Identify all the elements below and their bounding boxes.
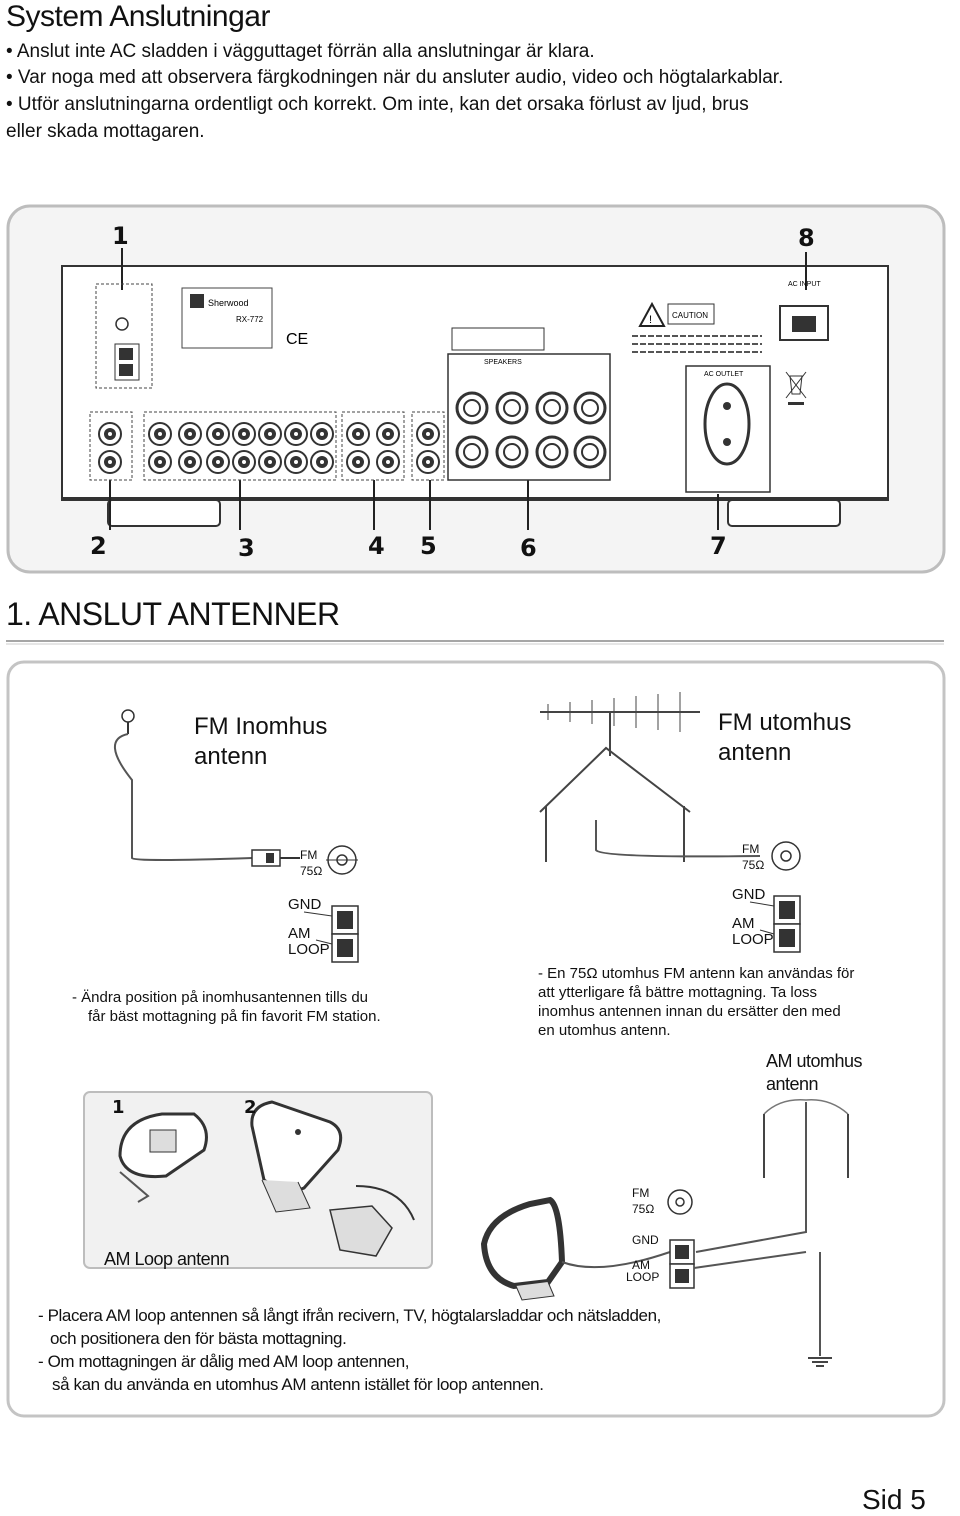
rca-jacks <box>98 422 440 474</box>
rca-jack <box>310 422 334 446</box>
fm-label-right: FM <box>742 842 760 856</box>
receiver-foot-right <box>727 499 841 527</box>
page-title: System Anslutningar <box>6 0 270 33</box>
note-indoor: - Ändra position på inomhusantennen till… <box>72 989 381 1025</box>
svg-text:!: ! <box>649 314 652 326</box>
callout-4: 4 <box>368 532 385 560</box>
rca-jack <box>232 422 256 446</box>
rca-jack <box>178 422 202 446</box>
indoor-antenna-wire <box>113 733 253 861</box>
rca-jack <box>148 450 172 474</box>
rca-jack <box>376 422 400 446</box>
ohm-label-bottom: 75Ω <box>632 1202 655 1216</box>
speaker-posts <box>455 391 607 469</box>
brand-name: Sherwood <box>208 298 249 308</box>
page-number: Sid 5 <box>862 1484 926 1515</box>
fm-label-bottom: FM <box>632 1186 650 1200</box>
am-label-bottom: AM <box>632 1258 650 1272</box>
rca-jack <box>284 450 308 474</box>
callout-7: 7 <box>710 532 727 560</box>
rca-jack <box>258 450 282 474</box>
speaker-post <box>573 435 607 469</box>
rca-jack <box>206 450 230 474</box>
step-1: 1 <box>112 1097 125 1118</box>
bullet-1: • Anslut inte AC sladden i vägguttaget f… <box>6 41 595 62</box>
speaker-post <box>455 391 489 425</box>
ac-outlet-label: AC OUTLET <box>704 371 744 378</box>
rca-jack <box>346 422 370 446</box>
gnd-label-right: GND <box>732 886 766 903</box>
note-am: - Placera AM loop antennen så långt ifrå… <box>38 1306 661 1394</box>
callout-3: 3 <box>238 534 255 562</box>
loop-label-left: LOOP <box>288 941 330 958</box>
callout-5: 5 <box>420 532 437 560</box>
model-number: RX-772 <box>236 315 264 324</box>
rca-jack <box>206 422 230 446</box>
rca-jack <box>98 450 122 474</box>
speaker-post <box>573 391 607 425</box>
ohm-label-left: 75Ω <box>300 864 323 878</box>
note-outdoor: - En 75Ω utomhus FM antenn kan användas … <box>538 965 855 1039</box>
speaker-post <box>455 435 489 469</box>
speakers-label: SPEAKERS <box>484 359 522 366</box>
house-roof <box>539 746 691 813</box>
loop-label-right: LOOP <box>732 931 774 948</box>
ac-input-label: AC INPUT <box>788 281 821 288</box>
rca-jack <box>346 450 370 474</box>
speaker-post <box>535 391 569 425</box>
callout-8: 8 <box>798 224 815 252</box>
ohm-label-right: 75Ω <box>742 858 765 872</box>
gnd-label-bottom: GND <box>632 1233 659 1247</box>
callout-1: 1 <box>112 222 129 250</box>
antenna-block <box>95 283 153 389</box>
rca-jack <box>416 422 440 446</box>
bullet-3: • Utför anslutningarna ordentligt och ko… <box>6 94 749 115</box>
brand-plate <box>181 287 273 349</box>
am-loop-label: AM Loop antenn <box>104 1249 230 1269</box>
bullet-3-continued: eller skada mottagaren. <box>6 121 205 142</box>
am-terminal-loop-bottom <box>669 1263 695 1289</box>
rca-jack <box>232 450 256 474</box>
step-2: 2 <box>244 1097 257 1118</box>
rca-jack <box>376 450 400 474</box>
rca-jack <box>178 450 202 474</box>
am-label-right: AM <box>732 915 755 932</box>
gnd-label-left: GND <box>288 896 322 913</box>
speaker-post <box>535 435 569 469</box>
rca-jack <box>258 422 282 446</box>
receiver-foot-left <box>107 499 221 527</box>
rca-jack <box>310 450 334 474</box>
ac-input-socket <box>779 305 829 341</box>
loop-label-bottom: LOOP <box>626 1270 660 1284</box>
rca-jack <box>98 422 122 446</box>
am-label-left: AM <box>288 925 311 942</box>
speaker-post <box>495 435 529 469</box>
speaker-post <box>495 391 529 425</box>
rca-jack <box>416 450 440 474</box>
section-heading: 1. ANSLUT ANTENNER <box>6 596 340 632</box>
fm-label-left: FM <box>300 848 318 862</box>
outdoor-antenna-wire <box>595 820 761 858</box>
caution-label: CAUTION <box>672 311 708 320</box>
bullet-2: • Var noga med att observera färgkodning… <box>6 67 784 88</box>
callout-6: 6 <box>520 534 537 562</box>
svg-text:CE: CE <box>286 331 308 348</box>
callout-2: 2 <box>90 532 107 560</box>
rca-jack <box>148 422 172 446</box>
rca-jack <box>284 422 308 446</box>
